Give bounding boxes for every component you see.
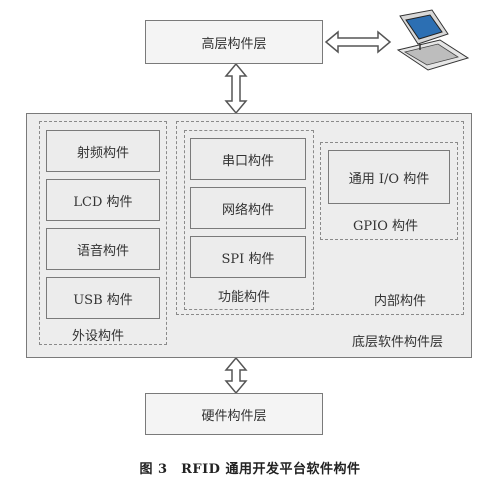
function-item-spi: SPI 构件 <box>190 236 306 278</box>
bottom-software-layer-label: 底层软件构件层 <box>352 335 444 350</box>
peripheral-item-voice: 语音构件 <box>46 228 160 270</box>
double-arrow-top <box>224 62 248 115</box>
double-arrow-bottom <box>224 356 248 395</box>
gpio-group <box>320 142 458 240</box>
function-item-network: 网络构件 <box>190 187 306 229</box>
double-arrow-computer <box>324 30 392 54</box>
peripheral-group <box>39 121 167 345</box>
peripheral-item-usb: USB 构件 <box>46 277 160 319</box>
internal-group <box>176 121 464 315</box>
function-item-serial: 串口构件 <box>190 138 306 180</box>
peripheral-item-voice-label: 语音构件 <box>76 243 129 259</box>
function-group <box>184 130 314 310</box>
peripheral-item-rf-label: 射频构件 <box>76 145 129 161</box>
top-layer-box: 高层构件层 <box>145 20 323 64</box>
internal-group-title: 内部构件 <box>374 294 427 309</box>
hardware-layer-label: 硬件构件层 <box>201 408 267 424</box>
peripheral-item-rf: 射频构件 <box>46 130 160 172</box>
function-group-title: 功能构件 <box>218 290 271 305</box>
gpio-item-general-io: 通用 I/O 构件 <box>328 150 450 204</box>
function-item-network-label: 网络构件 <box>221 202 274 218</box>
peripheral-item-usb-label: USB 构件 <box>73 292 133 308</box>
gpio-item-general-io-label: 通用 I/O 构件 <box>348 171 430 187</box>
peripheral-item-lcd: LCD 构件 <box>46 179 160 221</box>
computer-icon <box>396 9 470 71</box>
function-item-spi-label: SPI 构件 <box>221 251 275 267</box>
hardware-layer-box: 硬件构件层 <box>145 393 323 435</box>
function-item-serial-label: 串口构件 <box>221 153 274 169</box>
gpio-group-title: GPIO 构件 <box>353 219 419 234</box>
peripheral-item-lcd-label: LCD 构件 <box>73 194 133 210</box>
figure-caption: 图 3 RFID 通用开发平台软件构件 <box>139 462 361 477</box>
top-layer-label: 高层构件层 <box>201 36 267 52</box>
peripheral-group-title: 外设构件 <box>72 329 125 344</box>
